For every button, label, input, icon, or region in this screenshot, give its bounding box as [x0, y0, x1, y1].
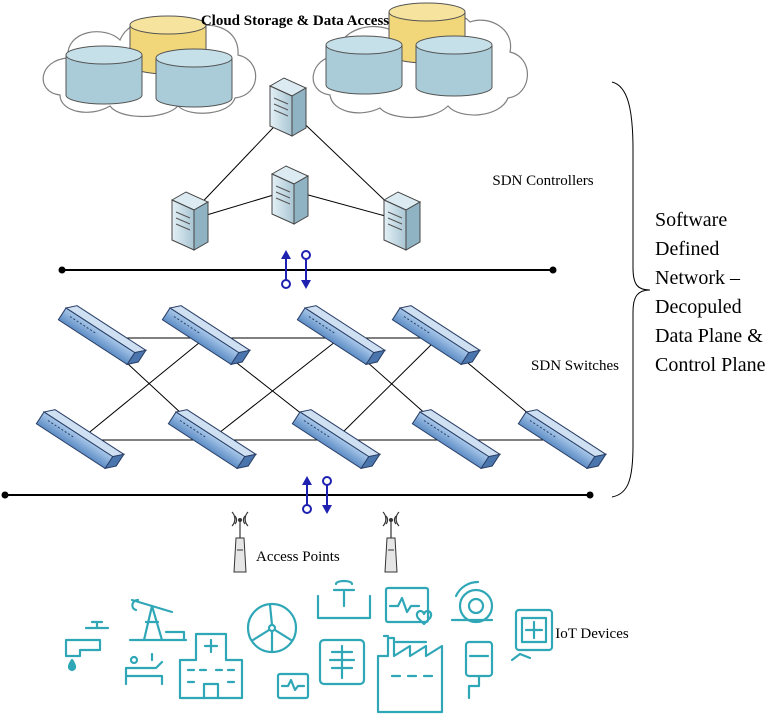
- database-icon: [325, 35, 403, 95]
- database-icon: [415, 35, 493, 97]
- switch-icon: [57, 305, 148, 366]
- faucet-icon: [64, 620, 110, 672]
- wind-turbine-icon: [246, 602, 298, 654]
- server-icon: [382, 191, 422, 251]
- switch-icon: [167, 409, 258, 470]
- bidirectional-arrow-icon: [281, 250, 311, 289]
- antenna-icon: [231, 511, 249, 573]
- heart-monitor-icon: [384, 586, 433, 626]
- tablet-medical-icon: [510, 608, 554, 662]
- access-points-label: Access Points: [256, 549, 340, 565]
- factory-icon: [376, 634, 444, 714]
- switch-icon: [161, 305, 252, 366]
- server-icon: [270, 165, 310, 225]
- sdn-controllers-label: SDN Controllers: [492, 173, 594, 189]
- server-icon: [268, 77, 308, 137]
- hospital-icon: [178, 632, 244, 700]
- cloud-storage-label: Cloud Storage & Data Access: [200, 13, 390, 29]
- iot-devices-label: IoT Devices: [555, 626, 629, 642]
- sdn-brace: [611, 81, 651, 498]
- pipe-valve-icon: [316, 579, 372, 620]
- switch-icon: [411, 409, 502, 470]
- iv-drip-icon: [464, 640, 494, 700]
- sdn-switches-label: SDN Switches: [531, 358, 619, 374]
- switch-icon: [296, 305, 387, 366]
- switch-icon: [35, 409, 126, 470]
- switch-icon: [517, 409, 608, 470]
- control-bus-line: [58, 266, 557, 274]
- switch-icon: [391, 305, 482, 366]
- bidirectional-arrow-icon: [302, 476, 332, 514]
- sdn-description-label: Software Defined Network – Decopuled Dat…: [655, 209, 766, 376]
- mri-icon: [450, 580, 494, 624]
- server-icon: [170, 191, 210, 251]
- data-bus-line: [1, 491, 594, 499]
- patient-bed-icon: [124, 652, 164, 686]
- database-icon: [155, 48, 233, 108]
- xray-icon: [318, 638, 366, 686]
- antenna-icon: [382, 511, 400, 573]
- oil-pump-icon: [128, 598, 188, 642]
- database-icon: [65, 45, 143, 105]
- monitor-icon: [276, 672, 310, 700]
- switch-icon: [291, 409, 382, 470]
